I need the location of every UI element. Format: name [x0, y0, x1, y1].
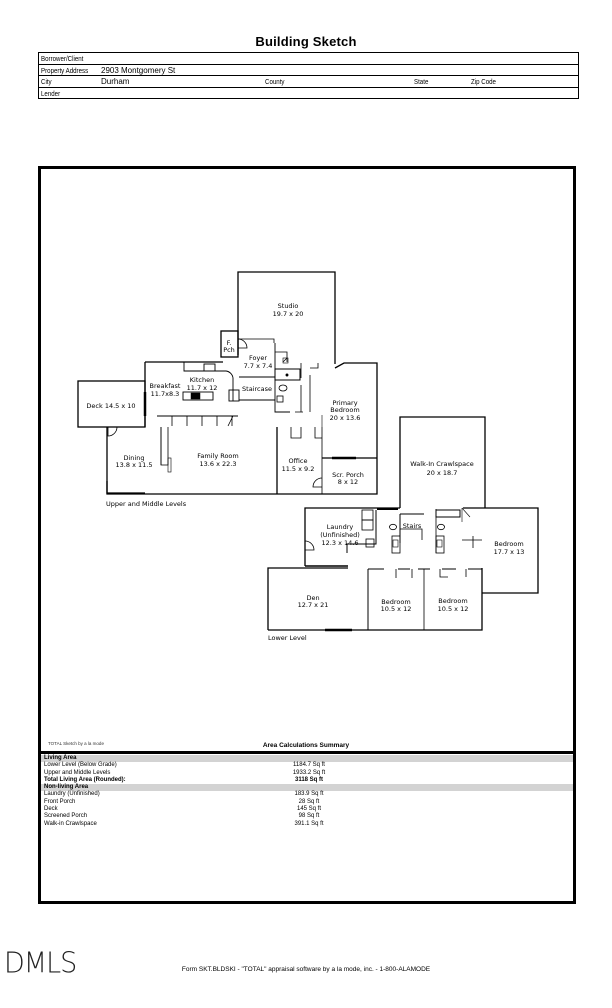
room-dims-office: 11.5 x 9.2 — [282, 465, 315, 473]
address-value: 2903 Montgomery St — [101, 65, 176, 75]
borrower-row: Borrower/Client — [39, 53, 578, 65]
summary-row: Lower Level (Below Grade) 1184.7 Sq ft — [41, 762, 573, 769]
living-area-header: Living Area — [41, 755, 573, 763]
room-dims-crawlspace: 20 x 18.7 — [427, 469, 458, 477]
room-label-crawlspace: Walk-In Crawlspace — [410, 460, 473, 468]
summary-divider — [38, 751, 576, 754]
nonliving-area-header: Non-living Area — [41, 784, 573, 792]
room-dims-breakfast: 11.7x8.3 — [151, 390, 180, 398]
row-label: Walk-in Crawlspace — [44, 820, 97, 827]
room-label-bedroom-right: Bedroom — [438, 597, 467, 605]
room-label-studio: Studio — [278, 302, 299, 310]
room-label-family-room: Family Room — [197, 452, 239, 460]
room-label-screened-porch: Scr. Porch — [332, 471, 364, 479]
room-dims-foyer: 7.7 x 7.4 — [244, 362, 273, 370]
row-value: 183.9 Sq ft — [294, 791, 324, 798]
room-dims-kitchen: 11.7 x 12 — [187, 384, 218, 392]
summary-row: Laundry (Unfinished) 183.9 Sq ft — [41, 791, 573, 798]
summary-row: Upper and Middle Levels 1933.2 Sq ft — [41, 770, 573, 777]
room-label-office: Office — [289, 457, 308, 465]
page-title: Building Sketch — [255, 34, 357, 49]
row-value: 98 Sq ft — [298, 813, 320, 820]
row-value: 1933.2 Sq ft — [292, 769, 326, 776]
summary-title: Area Calculations Summary — [262, 742, 350, 749]
row-value: 1184.7 Sq ft — [293, 762, 325, 769]
row-label: Front Porch — [44, 798, 76, 805]
room-label-front-porch: F. — [227, 339, 232, 347]
address-label: Property Address — [41, 65, 89, 75]
city-value: Durham — [101, 77, 130, 86]
state-label: State — [414, 77, 429, 86]
row-label: Deck — [44, 806, 58, 813]
summary-row: Front Porch 28 Sq ft — [41, 799, 573, 806]
address-row: Property Address 2903 Montgomery St — [39, 65, 578, 76]
sketch-frame — [38, 166, 576, 904]
row-label: Screened Porch — [44, 813, 88, 820]
room-label-breakfast: Breakfast — [150, 382, 181, 390]
row-value: 391.1 Sq ft — [294, 820, 324, 827]
total-living-row: Total Living Area (Rounded): 3118 Sq ft — [41, 777, 573, 784]
room-label-deck: Deck 14.5 x 10 — [86, 402, 135, 410]
room-dims-laundry: 12.3 x 14.6 — [322, 539, 359, 547]
city-row: City Durham County State Zip Code — [39, 76, 578, 88]
room-label-den: Den — [306, 594, 319, 602]
room-label-primary-bedroom: Primary — [332, 399, 357, 407]
room-label-stairs: Stairs — [403, 522, 422, 530]
row-value: 145 Sq ft — [296, 806, 322, 813]
borrower-label: Borrower/Client — [41, 54, 84, 63]
room-dims-bedroom-mid: 10.5 x 12 — [381, 605, 412, 613]
property-info-table: Borrower/Client Property Address 2903 Mo… — [38, 52, 579, 99]
room-dims-studio: 19.7 x 20 — [273, 310, 304, 318]
county-label: County — [265, 77, 285, 86]
studio-walls — [237, 271, 336, 364]
lender-label: Lender — [41, 88, 61, 98]
room-label-dining: Dining — [124, 454, 145, 462]
room-dims-screened-porch: 8 x 12 — [338, 478, 358, 486]
room-label-primary-bedroom-2: Bedroom — [330, 406, 359, 414]
room-label-kitchen: Kitchen — [190, 376, 214, 384]
room-label-staircase: Staircase — [242, 385, 272, 393]
row-value: 28 Sq ft — [298, 798, 320, 805]
room-dims-bedroom-large: 17.7 x 13 — [494, 548, 525, 556]
total-value: 3118 Sq ft — [294, 776, 323, 783]
lender-row: Lender — [39, 88, 578, 99]
summary-row: Screened Porch 98 Sq ft — [41, 813, 573, 820]
room-label-foyer: Foyer — [249, 354, 267, 362]
room-label-laundry-2: (Unfinished) — [320, 531, 360, 539]
room-dims-dining: 13.8 x 11.5 — [116, 461, 153, 469]
row-label: Upper and Middle Levels — [44, 769, 111, 776]
city-label: City — [41, 77, 52, 86]
level-label-upper: Upper and Middle Levels — [106, 500, 187, 508]
room-dims-den: 12.7 x 21 — [298, 601, 329, 609]
row-label: Lower Level (Below Grade) — [44, 762, 117, 769]
row-label: Laundry (Unfinished) — [44, 791, 100, 798]
room-label-front-porch-2: Pch — [223, 346, 235, 354]
room-dims-bedroom-right: 10.5 x 12 — [438, 605, 469, 613]
room-label-laundry: Laundry — [327, 523, 354, 531]
total-label: Total Living Area (Rounded): — [44, 776, 126, 783]
area-summary-table: Living Area Lower Level (Below Grade) 11… — [41, 755, 573, 828]
dmls-logo: DMLS — [4, 947, 77, 980]
summary-row: Walk-in Crawlspace 391.1 Sq ft — [41, 821, 573, 828]
zip-label: Zip Code — [471, 77, 496, 86]
sketch-credit: TOTAL Sketch by a la mode — [48, 741, 104, 746]
level-label-lower: Lower Level — [268, 634, 307, 642]
form-footer: Form SKT.BLDSKI - "TOTAL" appraisal soft… — [181, 966, 431, 973]
floor-plan-sketch: Studio 19.7 x 20 F. Pch Foyer 7.7 x 7.4 … — [77, 271, 539, 642]
room-label-bedroom-mid: Bedroom — [381, 598, 410, 606]
room-dims-primary-bedroom: 20 x 13.6 — [330, 414, 361, 422]
living-area-header-label: Living Area — [44, 755, 77, 761]
room-label-bedroom-large: Bedroom — [494, 540, 523, 548]
summary-row: Deck 145 Sq ft — [41, 806, 573, 813]
room-dims-family-room: 13.6 x 22.3 — [200, 460, 237, 468]
nonliving-area-header-label: Non-living Area — [44, 784, 89, 791]
